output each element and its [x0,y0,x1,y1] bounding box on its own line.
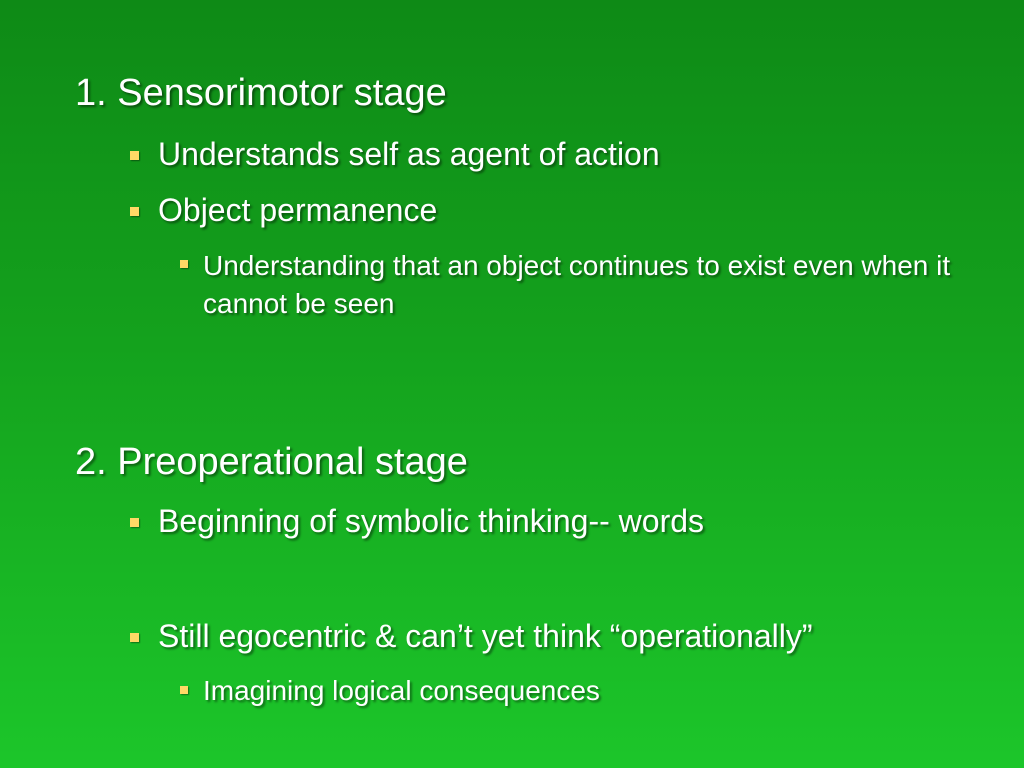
section1-bullet-2: Object permanence [158,192,438,228]
square-bullet-icon [130,207,139,216]
section2-bullet-2: Still egocentric & can’t yet think “oper… [158,618,813,654]
section1-bullet-1: Understands self as agent of action [158,136,660,172]
square-bullet-icon [180,260,188,268]
section2-heading: 2. Preoperational stage [75,441,468,483]
section1-heading: 1. Sensorimotor stage [75,72,447,114]
section1-sub-bullet-1: Understanding that an object continues t… [203,250,951,319]
section2-bullet-1: Beginning of symbolic thinking-- words [158,503,705,539]
square-bullet-icon [130,518,139,527]
square-bullet-icon [180,686,188,694]
square-bullet-icon [130,151,139,160]
square-bullet-icon [130,633,139,642]
section2-sub-bullet-1: Imagining logical consequences [203,675,600,706]
